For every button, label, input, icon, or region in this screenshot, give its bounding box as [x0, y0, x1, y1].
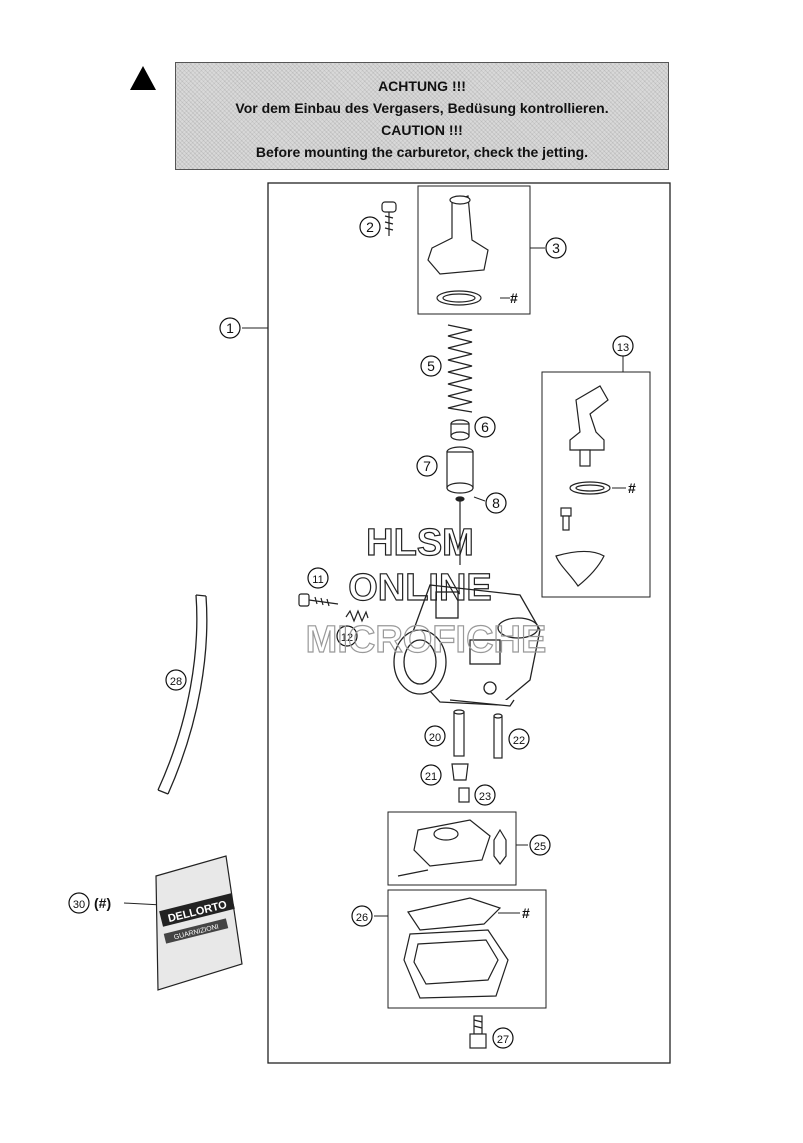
callout-5: 5 [427, 358, 435, 374]
caution-title-de: ACHTUNG !!! [378, 78, 466, 94]
callout-circle-28 [165, 669, 187, 691]
float-bowl-part-26 [403, 897, 509, 999]
float-part-25 [397, 819, 507, 877]
callout-circle-1 [219, 317, 241, 339]
callout-circle-12 [336, 625, 358, 647]
callout-circle-27 [492, 1027, 514, 1049]
callout-circle-7 [416, 455, 438, 477]
callout-circle-20 [424, 725, 446, 747]
callout-circle-8 [485, 492, 507, 514]
caution-title-en: CAUTION !!! [381, 122, 463, 138]
callout-circle-26 [351, 905, 373, 927]
jet-part-20 [453, 709, 465, 757]
assembly-frame [267, 182, 671, 1064]
jet-part-23 [458, 787, 470, 803]
watermark-line-3: MICROFICHE [306, 619, 547, 661]
hash-mark-13: # [628, 480, 636, 496]
cover-part-3 [427, 195, 489, 306]
kit-label: (#) [94, 895, 111, 911]
callout-6: 6 [481, 419, 489, 435]
callout-27: 27 [497, 1034, 509, 1046]
warning-triangle-icon [130, 66, 156, 90]
callout-circle-11 [307, 567, 329, 589]
callout-25: 25 [534, 841, 546, 853]
callout-12: 12 [341, 632, 353, 644]
choke-part-13 [555, 385, 611, 587]
callout-circle-21 [420, 764, 442, 786]
callout-circle-2 [359, 216, 381, 238]
subframe-25 [387, 811, 517, 886]
carburetor-body [393, 584, 541, 707]
spring-part-5 [447, 324, 473, 413]
spring-part-12 [345, 609, 369, 623]
callout-circle-5 [420, 355, 442, 377]
callout-20: 20 [429, 732, 441, 744]
callout-3: 3 [552, 240, 560, 256]
fuel-hose-part-28 [157, 594, 208, 795]
callout-30: 30 [73, 899, 85, 911]
callout-circle-25 [529, 834, 551, 856]
gasket-kit-bag-part-30: DELLORTO GUARNIZIONI [155, 855, 243, 991]
callout-1: 1 [226, 320, 234, 336]
subframe-26 [387, 889, 547, 1009]
callout-circle-6 [474, 416, 496, 438]
needle-part-8 [455, 496, 465, 565]
slide-part-7 [446, 446, 474, 494]
callout-21: 21 [425, 771, 437, 783]
callout-23: 23 [479, 791, 491, 803]
callout-circle-22 [508, 728, 530, 750]
watermark-line-1: HLSM [366, 522, 474, 564]
callout-22: 22 [513, 735, 525, 747]
callout-circle-30 [68, 892, 90, 914]
screw-part-2 [381, 201, 397, 236]
subframe-13 [541, 371, 651, 598]
idle-screw-part-11 [298, 593, 339, 607]
caution-box: ACHTUNG !!! Vor dem Einbau des Vergasers… [175, 62, 669, 170]
subframe-3 [417, 185, 531, 315]
callout-circle-23 [474, 784, 496, 806]
callout-13: 13 [617, 342, 629, 354]
callout-7: 7 [423, 458, 431, 474]
spring-seat-part-6 [450, 419, 470, 441]
callout-28: 28 [170, 676, 182, 688]
hash-mark-3: # [510, 290, 518, 306]
drain-screw-part-27 [469, 1015, 487, 1049]
caution-text-en: Before mounting the carburetor, check th… [255, 144, 589, 160]
callout-8: 8 [492, 495, 500, 511]
callout-circle-3 [545, 237, 567, 259]
callout-26: 26 [356, 912, 368, 924]
jet-part-22 [493, 713, 503, 759]
callout-2: 2 [366, 219, 374, 235]
callout-11: 11 [312, 574, 323, 586]
callout-circle-13 [612, 335, 634, 357]
hash-mark-26: # [522, 905, 530, 921]
jet-part-21 [451, 763, 469, 781]
caution-text-de: Vor dem Einbau des Vergasers, Bedüsung k… [235, 100, 609, 116]
watermark-line-2: ONLINE [348, 567, 492, 609]
